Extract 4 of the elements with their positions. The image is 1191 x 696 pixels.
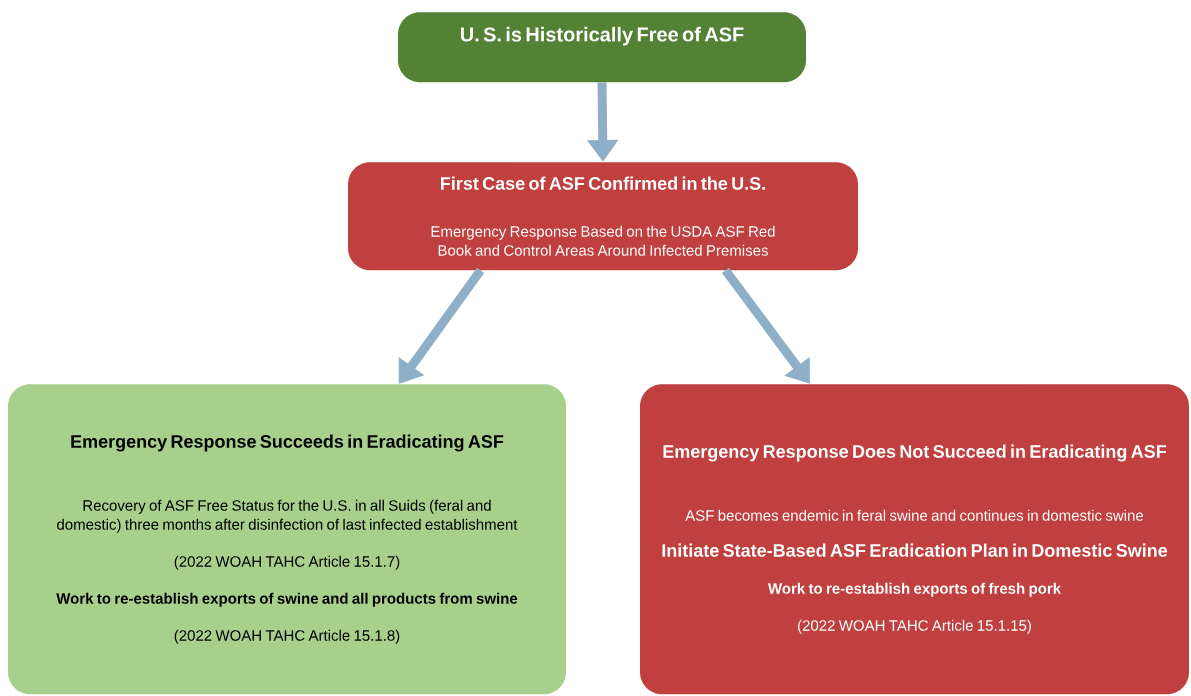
flow-box: U. S. is Historically Free of ASF	[398, 12, 806, 83]
flow-box: First Case of ASF Confirmed in the U.S. Emergency Response Based on the USDA ASF Red Book and Control Areas Around Infected Premises	[348, 162, 858, 271]
flow-box: Emergency Response Succeeds in Eradicating ASF Recovery of ASF Free Status for the U.S. in all Suids (feral and domestic) three months after disinfection of last infected establishment (2022 WOAH TAHC Article 15.1.7) Work to re-establish exports of swine and all products from swine (2022 WOAH TAHC Article 15.1.8)	[8, 384, 566, 695]
flow-box: Emergency Response Does Not Succeed in Eradicating ASF ASF becomes endemic in feral swine and continues in domestic swine Initiate State-Based ASF Eradication Plan in Domestic Swine Work to re-establish exports of fresh pork (2022 WOAH TAHC Article 15.1.15)	[640, 384, 1189, 695]
